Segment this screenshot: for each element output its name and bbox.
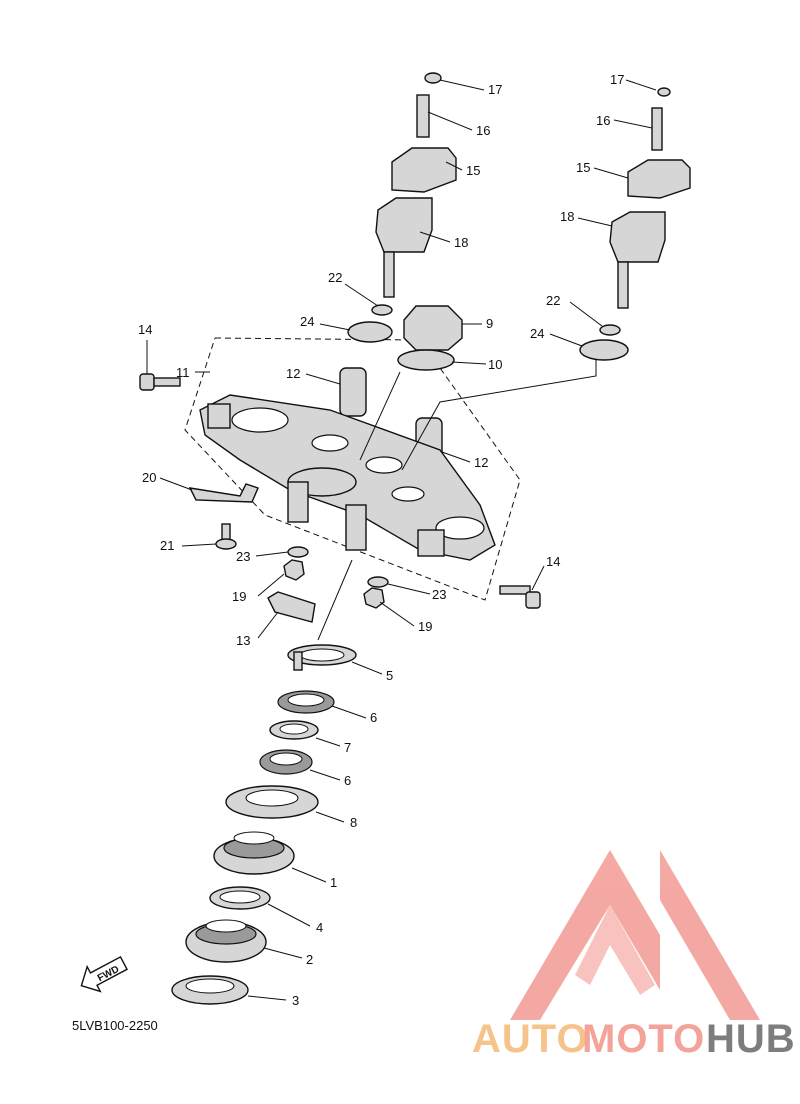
part-22-right [599, 324, 621, 336]
part-15-left [391, 147, 457, 193]
watermark-hub: HUB [706, 1017, 796, 1061]
part-4-dust-seal [209, 886, 271, 910]
part-1-upper-bearing [213, 831, 295, 875]
part-17-right [657, 87, 671, 97]
callout-5: 5 [386, 668, 393, 683]
bracket-right-clamp [417, 529, 445, 557]
callout-9: 9 [486, 316, 493, 331]
callout-17-b: 17 [610, 72, 624, 87]
callout-23-b: 23 [432, 587, 446, 602]
part-24-left [347, 321, 393, 343]
part-5-lock-washer [287, 644, 357, 671]
callout-13: 13 [236, 633, 250, 648]
part-23-left [287, 546, 309, 558]
callout-3: 3 [292, 993, 299, 1008]
callout-16: 16 [476, 123, 490, 138]
part-6-lower-ring-nut [259, 749, 313, 775]
callout-12: 12 [286, 366, 300, 381]
part-18-right [609, 211, 666, 263]
callout-4: 4 [316, 920, 323, 935]
callout-18: 18 [454, 235, 468, 250]
callout-16-b: 16 [596, 113, 610, 128]
part-18-stud-right [617, 261, 629, 309]
part-24-right [579, 339, 629, 361]
callout-14-b: 14 [546, 554, 560, 569]
callout-14: 14 [138, 322, 152, 337]
callout-22: 22 [328, 270, 342, 285]
stem-right-leg [345, 504, 367, 551]
callout-10: 10 [488, 357, 502, 372]
part-23-right [367, 576, 389, 588]
callout-18-b: 18 [560, 209, 574, 224]
part-22-left [371, 304, 393, 316]
callout-15-b: 15 [576, 160, 590, 175]
callout-19: 19 [232, 589, 246, 604]
right-holder-group [579, 87, 691, 361]
callout-1: 1 [330, 875, 337, 890]
watermark-auto: AUTO [472, 1017, 589, 1061]
part-7-rubber-washer [269, 720, 319, 740]
part-21-bolt [215, 523, 237, 550]
part-2-lower-bearing [185, 919, 267, 963]
part-10-washer [397, 349, 455, 371]
callout-20: 20 [142, 470, 156, 485]
stem-left-leg [287, 481, 309, 523]
part-15-right [627, 159, 691, 199]
part-17-left [424, 72, 442, 84]
left-holder-group [347, 72, 457, 343]
callout-15: 15 [466, 163, 480, 178]
callout-24-b: 24 [530, 326, 544, 341]
callout-22-b: 22 [546, 293, 560, 308]
bracket-hole-5 [435, 516, 485, 540]
bracket-hole-2 [311, 434, 349, 452]
callout-6: 6 [370, 710, 377, 725]
part-8-bearing-cover [225, 785, 319, 819]
part-19-left [283, 559, 305, 581]
callout-labels: 17 16 15 18 22 24 9 10 12 12 14 14 11 20… [138, 72, 624, 1008]
part-14-left-bolt [139, 373, 181, 391]
leader-lines [146, 79, 657, 1001]
bracket-hole-1 [231, 407, 289, 433]
bracket-left-clamp [207, 403, 231, 429]
callout-19-b: 19 [418, 619, 432, 634]
part-13-cover [267, 591, 316, 623]
callout-23: 23 [236, 549, 250, 564]
callout-7: 7 [344, 740, 351, 755]
part-6-upper-ring-nut [277, 690, 335, 714]
callout-17: 17 [488, 82, 502, 97]
callout-24: 24 [300, 314, 314, 329]
part-16-right [651, 107, 663, 151]
bracket-hole-4 [391, 486, 425, 502]
part-19-right [363, 587, 385, 609]
callout-12-b: 12 [474, 455, 488, 470]
stem-shaft-line [317, 559, 353, 641]
callout-21: 21 [160, 538, 174, 553]
watermark-wordmark: AUTO MOTO HUB [472, 1017, 796, 1061]
part-9-cap-nut [403, 305, 463, 351]
part-14-right-bolt [499, 585, 541, 609]
part-12-left-collar [339, 367, 367, 417]
callout-2: 2 [306, 952, 313, 967]
part-20-clip [188, 483, 259, 503]
callout-11: 11 [176, 365, 190, 380]
callout-8: 8 [350, 815, 357, 830]
watermark-logo-icon [510, 850, 760, 1020]
fwd-arrow-icon: FWD [80, 955, 129, 993]
part-18-left [375, 197, 433, 253]
reference-code: 5LVB100-2250 [72, 1018, 158, 1033]
part-16-left [416, 94, 430, 138]
callout-6-b: 6 [344, 773, 351, 788]
part-18-stud-left [383, 251, 395, 298]
bracket-hole-3 [365, 456, 403, 474]
fwd-label: FWD [96, 964, 121, 984]
watermark-moto: MOTO [582, 1017, 705, 1061]
part-3-seal-ring [171, 975, 249, 1005]
